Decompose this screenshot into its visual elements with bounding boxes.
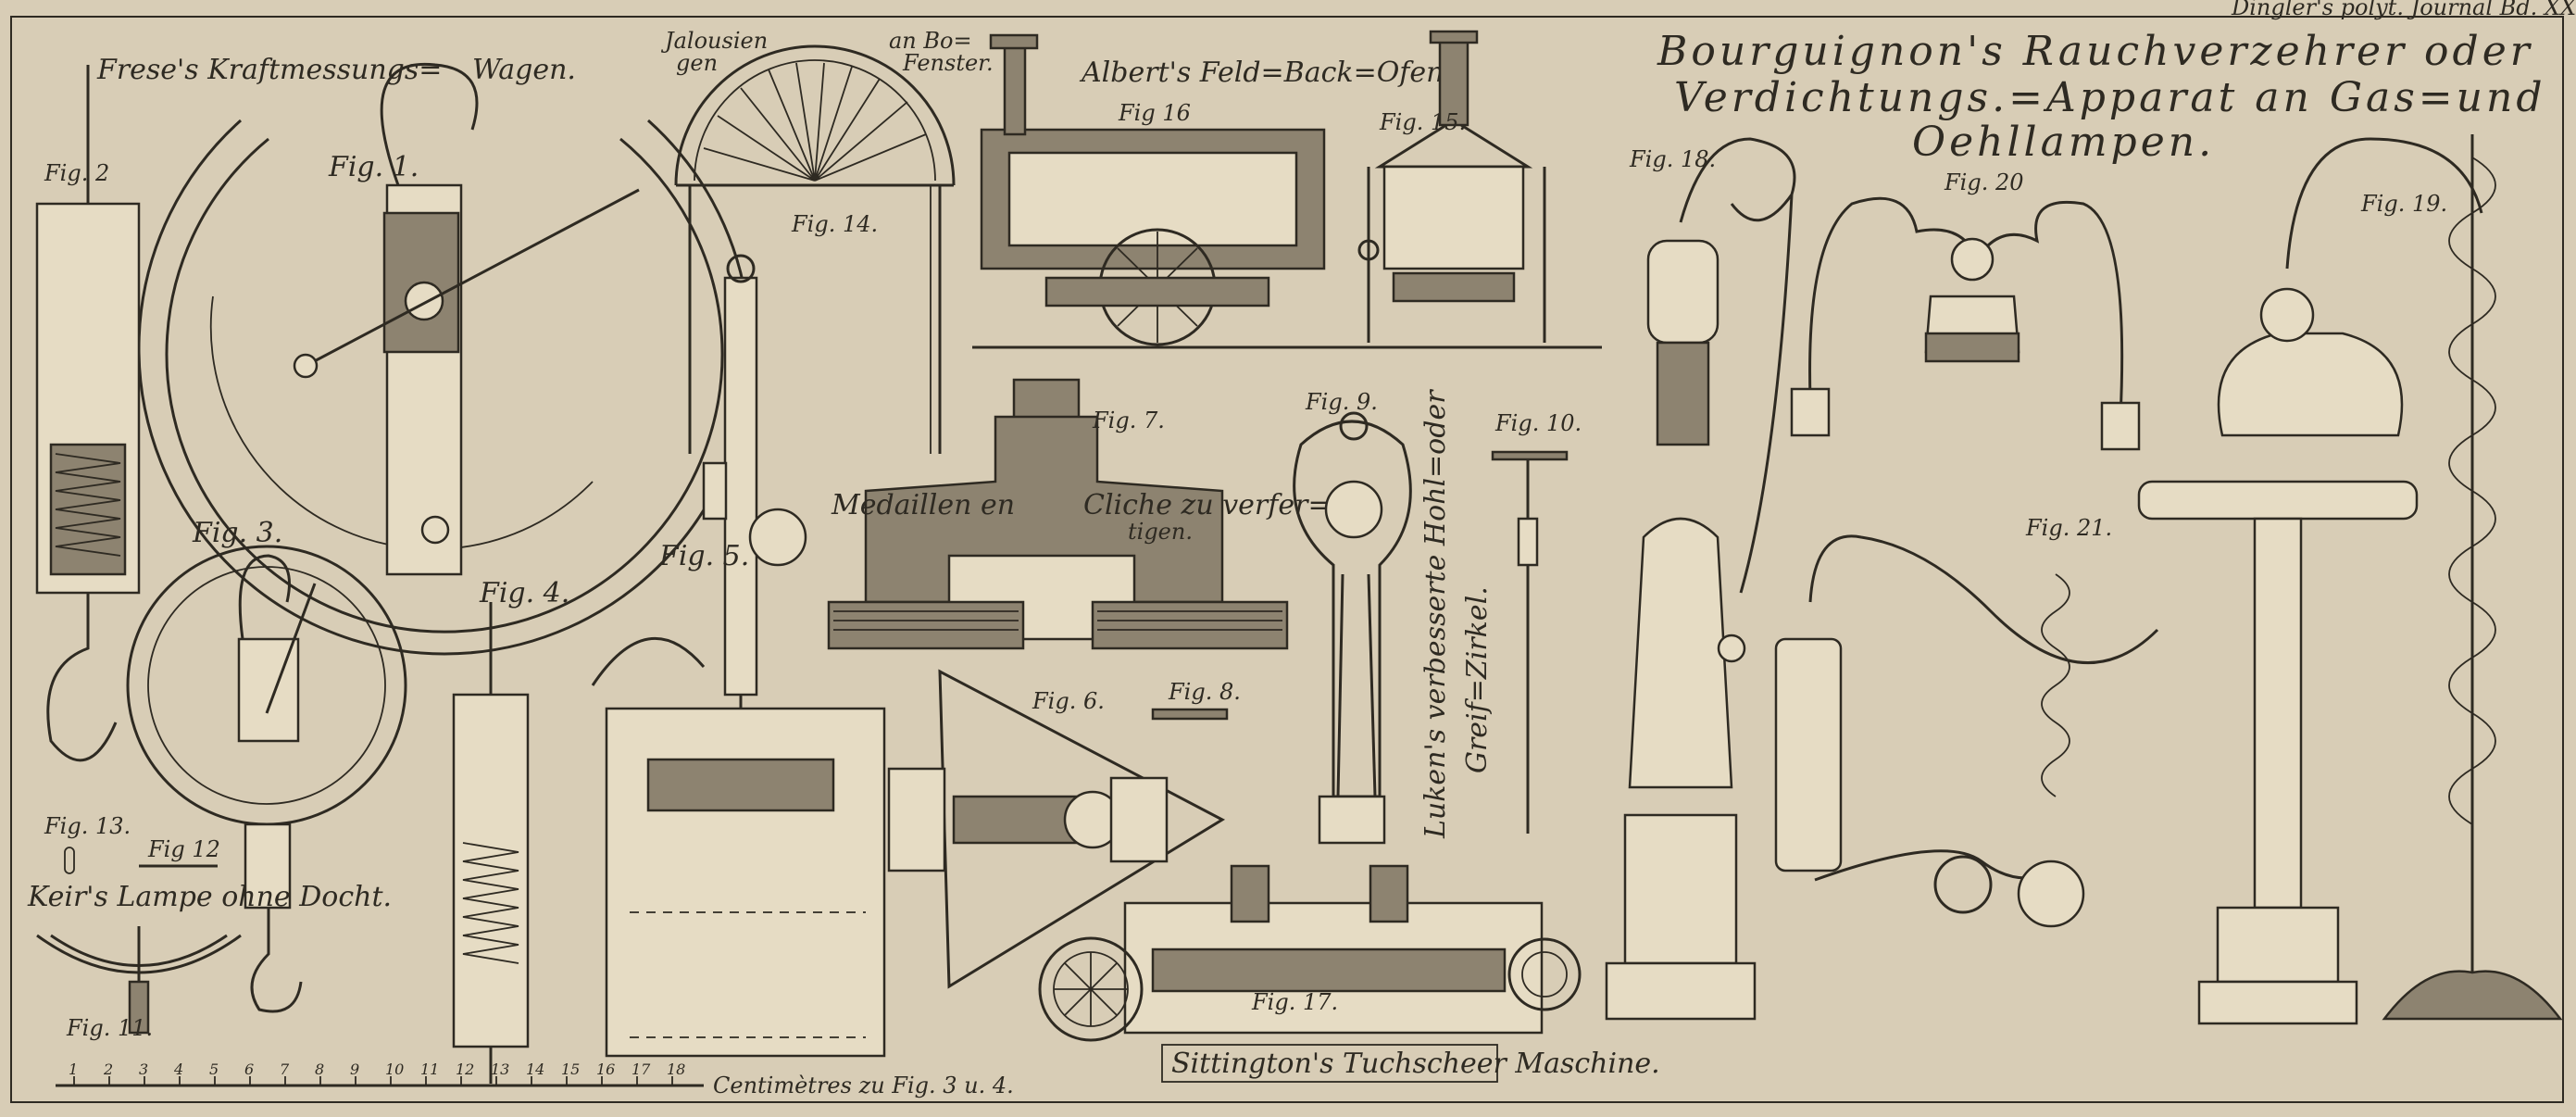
title-kraftmesser-right: Wagen. <box>472 54 576 86</box>
fig8-label: Fig. 8. <box>1168 679 1241 705</box>
scale-number: 14 <box>526 1061 544 1078</box>
title-jalousien-left: Jalousien <box>660 28 768 54</box>
fig16-field-oven <box>972 33 1602 349</box>
scale-caption: Centimètres zu Fig. 3 u. 4. <box>713 1073 1014 1098</box>
scale-number: 6 <box>244 1061 254 1078</box>
scale-number: 18 <box>667 1061 685 1078</box>
fig15-oven-front <box>1357 30 1546 343</box>
fig10-label: Fig. 10. <box>1494 410 1582 436</box>
fig2-spring-balance <box>35 65 141 762</box>
scale-number: 7 <box>280 1061 290 1078</box>
fig14-label: Fig. 14. <box>791 211 878 237</box>
fig19-table-lamp <box>2137 134 2563 1025</box>
fig20-label: Fig. 20 <box>1944 169 2024 195</box>
fig9-calipers <box>1293 411 1412 845</box>
title-jalousien-right-2: Fenster. <box>902 50 994 76</box>
fig19-label: Fig. 19. <box>2360 191 2447 217</box>
fig14-jalousie-window <box>674 44 956 454</box>
scale-number: 17 <box>631 1061 651 1078</box>
fig6-triangle-device <box>887 669 1226 989</box>
fig9-label: Fig. 9. <box>1305 389 1378 415</box>
fig18-column-lamp <box>1605 137 1796 1021</box>
fig20-double-arm-lamp <box>1790 196 2141 451</box>
scale-number: 1 <box>69 1061 78 1078</box>
scale-number: 11 <box>420 1061 439 1078</box>
title-medaillen-right-2: tigen. <box>1128 519 1193 545</box>
fig6-label: Fig. 6. <box>1032 688 1105 714</box>
title-jalousien-right: an Bo= <box>889 28 972 54</box>
scale-number: 10 <box>385 1061 404 1078</box>
tuchscheer-cartouche <box>1161 1044 1498 1083</box>
fig21-label: Fig. 21. <box>2025 515 2112 541</box>
fig17-shearing-machine <box>1038 864 1582 1042</box>
fig7-label: Fig. 7. <box>1092 408 1165 433</box>
fig8-drawing <box>1151 708 1229 721</box>
fig13-drawing <box>64 847 75 874</box>
fig10-rod <box>1491 450 1569 834</box>
title-kraftmesser-left: Frese's Kraftmessungs= <box>96 54 442 86</box>
fig16-label: Fig 16 <box>1118 100 1191 126</box>
scale-number: 15 <box>561 1061 580 1078</box>
scale-number: 13 <box>491 1061 509 1078</box>
fig3-label: Fig. 3. <box>192 517 282 549</box>
title-medaillen-left: Medaillen en <box>831 489 1015 521</box>
fig12-label: Fig 12 <box>147 836 220 862</box>
fig18-label: Fig. 18. <box>1629 146 1716 172</box>
scale-number: 16 <box>596 1061 615 1078</box>
journal-reference: Dingler's polyt. Journal Bd. XXV. Tf. VI… <box>2231 0 2576 20</box>
scale-number: 9 <box>350 1061 359 1078</box>
fig4-balance <box>452 602 530 1084</box>
title-zirkel-line1: Luken's verbesserte Hohl=oder <box>1419 389 1452 839</box>
title-zirkel-line2: Greif=Zirkel. <box>1461 586 1494 773</box>
title-keir-lampe: Keir's Lampe ohne Docht. <box>27 881 392 913</box>
fig15-label: Fig. 15. <box>1379 109 1466 135</box>
fig13-label: Fig. 13. <box>44 813 131 839</box>
plate-border <box>10 16 2564 1103</box>
title-rauch-line1: Bourguignon's Rauchverzehrer oder <box>1657 28 2533 75</box>
title-backofen: Albert's Feld=Back=Ofen <box>1079 56 1444 89</box>
fig11-keir-lamp <box>36 926 242 1035</box>
fig21-wall-lamp <box>1774 534 2159 928</box>
fig5-label: Fig. 5. <box>658 540 749 572</box>
fig1-label: Fig. 1. <box>328 151 419 183</box>
scale-number: 4 <box>173 1061 183 1078</box>
title-rauch-line2: Verdichtungs.=Apparat an Gas=und <box>1674 74 2545 121</box>
scale-number: 12 <box>456 1061 474 1078</box>
title-tuchscheer: Sittington's Tuchscheer Maschine. <box>1171 1048 1660 1080</box>
fig3-dial <box>126 545 407 1013</box>
fig7-medallion-press <box>827 378 1289 650</box>
fig17-label: Fig. 17. <box>1251 989 1338 1015</box>
scale-number: 2 <box>103 1061 113 1078</box>
fig2-label: Fig. 2 <box>44 160 109 186</box>
title-medaillen-right: Cliche zu verfer= <box>1083 489 1332 521</box>
title-jalousien-left-2: gen <box>676 50 718 76</box>
fig5-stand <box>591 254 886 1058</box>
title-rauch-line3: Oehllampen. <box>1912 119 2215 166</box>
scale-number: 8 <box>315 1061 324 1078</box>
scale-number: 3 <box>139 1061 148 1078</box>
fig4-label: Fig. 4. <box>479 577 569 609</box>
fig11-label: Fig. 11. <box>66 1015 153 1041</box>
scale-number: 5 <box>209 1061 219 1078</box>
